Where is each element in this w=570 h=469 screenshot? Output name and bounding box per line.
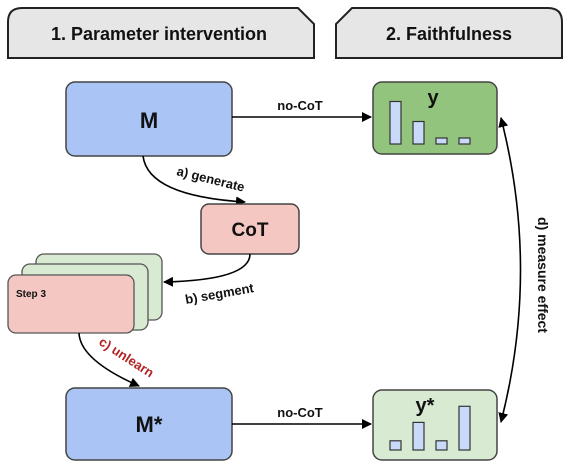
- measure-effect-arrow: [498, 117, 522, 423]
- header-left-label: 1. Parameter intervention: [51, 24, 267, 44]
- model-label: M: [140, 108, 158, 133]
- no-cot-label-bottom: no-CoT: [277, 405, 323, 420]
- output-star-histogram-bar-1: [389, 440, 402, 451]
- output-star-histogram-bar-4: [458, 405, 471, 451]
- output-box: [372, 81, 498, 155]
- segment-arrow: [163, 253, 251, 287]
- output-histogram-bar-2: [412, 120, 425, 145]
- header-left-box: [7, 7, 315, 59]
- generate-arrow: [142, 155, 246, 207]
- unlearn-label: c) unlearn: [96, 334, 156, 380]
- output-label: y: [427, 87, 439, 109]
- output-histogram-bar-4: [458, 137, 471, 145]
- output-histogram-bar-3: [435, 137, 448, 145]
- output-histogram: [389, 100, 471, 145]
- output-star-histogram-bar-3: [435, 440, 448, 451]
- header-right-label: 2. Faithfulness: [386, 24, 512, 44]
- no-cot-label-top: no-CoT: [277, 98, 323, 113]
- cot-label: CoT: [232, 220, 269, 241]
- model-star-label: M*: [136, 412, 163, 437]
- segment-label: b) segment: [184, 280, 256, 307]
- output-star-histogram: [389, 405, 471, 451]
- unlearn-arrow: [78, 332, 140, 387]
- step-card-front: [7, 274, 135, 334]
- measure-effect-label: d) measure effect: [535, 217, 551, 333]
- step-label: Step 3: [16, 289, 46, 300]
- generate-label: a) generate: [175, 163, 246, 194]
- output-histogram-bar-1: [389, 100, 402, 145]
- header-right-box: [335, 7, 563, 59]
- output-star-label: y*: [416, 395, 435, 417]
- model-box: [65, 81, 233, 157]
- output-star-histogram-bar-2: [412, 421, 425, 451]
